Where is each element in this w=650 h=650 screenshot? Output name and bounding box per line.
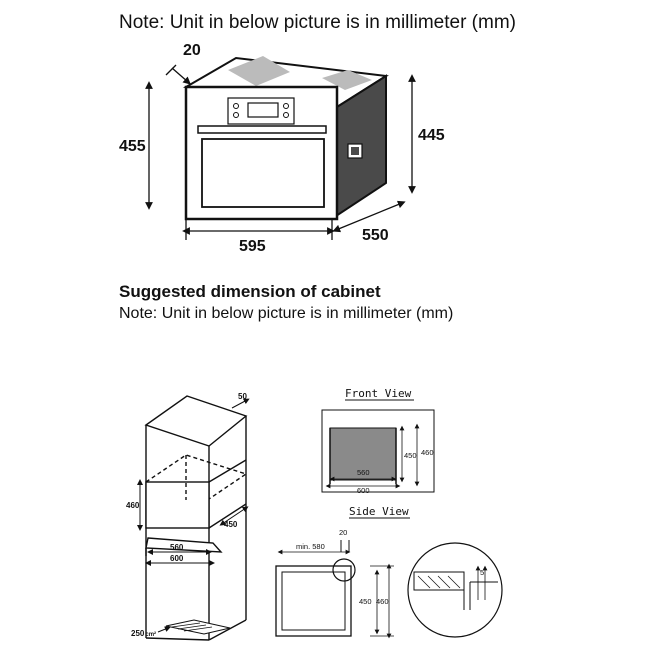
front-view-w1-label: 560 <box>357 468 370 477</box>
cabinet-heading: Suggested dimension of cabinet <box>119 282 381 301</box>
front-view-w2-label: 600 <box>357 486 370 495</box>
cabinet-note: Note: Unit in below picture is in millim… <box>119 305 454 322</box>
detail-circle <box>407 542 503 638</box>
cabinet-height-label: 460 <box>126 501 140 510</box>
front-view-title: Front View <box>345 387 412 400</box>
side-view-drawing <box>275 540 356 637</box>
oven-height-side-label: 445 <box>418 127 445 144</box>
cabinet-outer-width-label: 600 <box>170 554 184 563</box>
oven-drawing <box>182 56 389 221</box>
top-note: Note: Unit in below picture is in millim… <box>119 12 516 33</box>
side-view-min-label: min. 580 <box>296 542 325 551</box>
cabinet-depth-label: 450 <box>224 520 238 529</box>
side-view-title: Side View <box>349 505 409 518</box>
front-view-drawing <box>321 409 435 493</box>
side-view-h1-label: 450 <box>359 597 372 606</box>
front-view-h1-label: 450 <box>404 451 417 460</box>
oven-height-front-label: 455 <box>119 138 146 155</box>
oven-depth-label: 550 <box>362 227 389 244</box>
cabinet-bottom-label: 250cm² <box>131 629 156 638</box>
side-view-top-label: 20 <box>339 528 347 537</box>
cabinet-inner-width-label: 560 <box>170 543 184 552</box>
oven-width-label: 595 <box>239 238 266 255</box>
cabinet-top-label: 50 <box>238 392 247 401</box>
detail-label: 5 <box>480 568 484 577</box>
side-view-h2-label: 460 <box>376 597 389 606</box>
front-view-h2-label: 460 <box>421 448 434 457</box>
oven-depth-top-label: 20 <box>183 42 201 59</box>
